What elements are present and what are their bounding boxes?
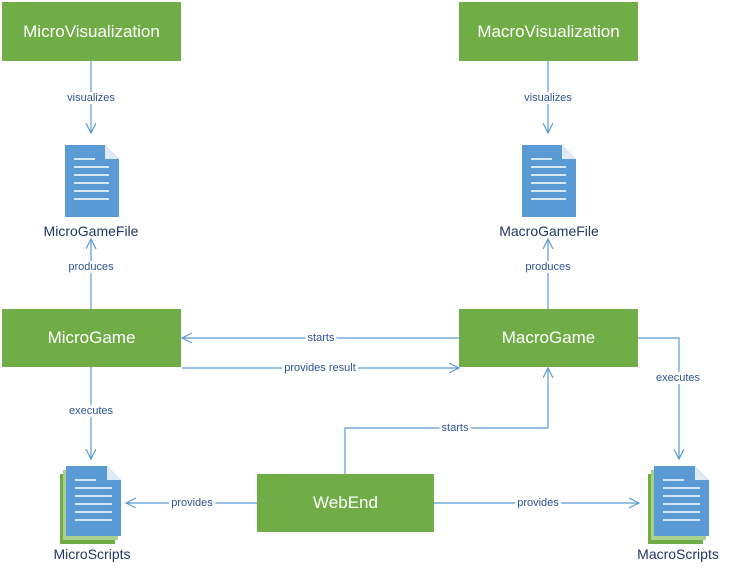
- micro-scripts-document-stack-icon: [60, 466, 121, 544]
- edge-label-macro-executes: executes: [653, 372, 703, 384]
- edge-macro-executes: [637, 337, 679, 459]
- macro-game-file-document-icon: [522, 145, 576, 217]
- edge-label-web-starts-macro: starts: [439, 422, 471, 434]
- macro-scripts-document-stack-icon: [648, 466, 709, 544]
- micro-scripts-caption: MicroScripts: [53, 546, 131, 562]
- edge-label-micro-visualizes: visualizes: [65, 92, 117, 104]
- edge-label-web-provides-micro: provides: [169, 497, 215, 509]
- edge-label-macro-visualizes: visualizes: [522, 92, 574, 104]
- web-end-node: WebEnd: [257, 474, 434, 532]
- micro-visualization-node: MicroVisualization: [2, 2, 181, 61]
- edge-label-micro-produces: produces: [66, 261, 116, 273]
- edge-label-macro-starts-micro: starts: [305, 332, 337, 344]
- edge-label-macro-produces: produces: [523, 261, 573, 273]
- edge-label-micro-provides-result: provides result: [282, 362, 358, 374]
- micro-game-file-caption: MicroGameFile: [43, 223, 139, 239]
- edge-label-micro-executes: executes: [66, 405, 116, 417]
- macro-scripts-caption: MacroScripts: [637, 546, 719, 562]
- micro-game-file-document-icon: [65, 145, 119, 217]
- macro-game-file-caption: MacroGameFile: [499, 223, 599, 239]
- edge-label-web-provides-macro: provides: [515, 497, 561, 509]
- macro-game-node: MacroGame: [459, 309, 638, 367]
- macro-visualization-node: MacroVisualization: [459, 2, 638, 61]
- edge-web-starts-macro: [344, 368, 548, 474]
- micro-game-node: MicroGame: [2, 309, 181, 367]
